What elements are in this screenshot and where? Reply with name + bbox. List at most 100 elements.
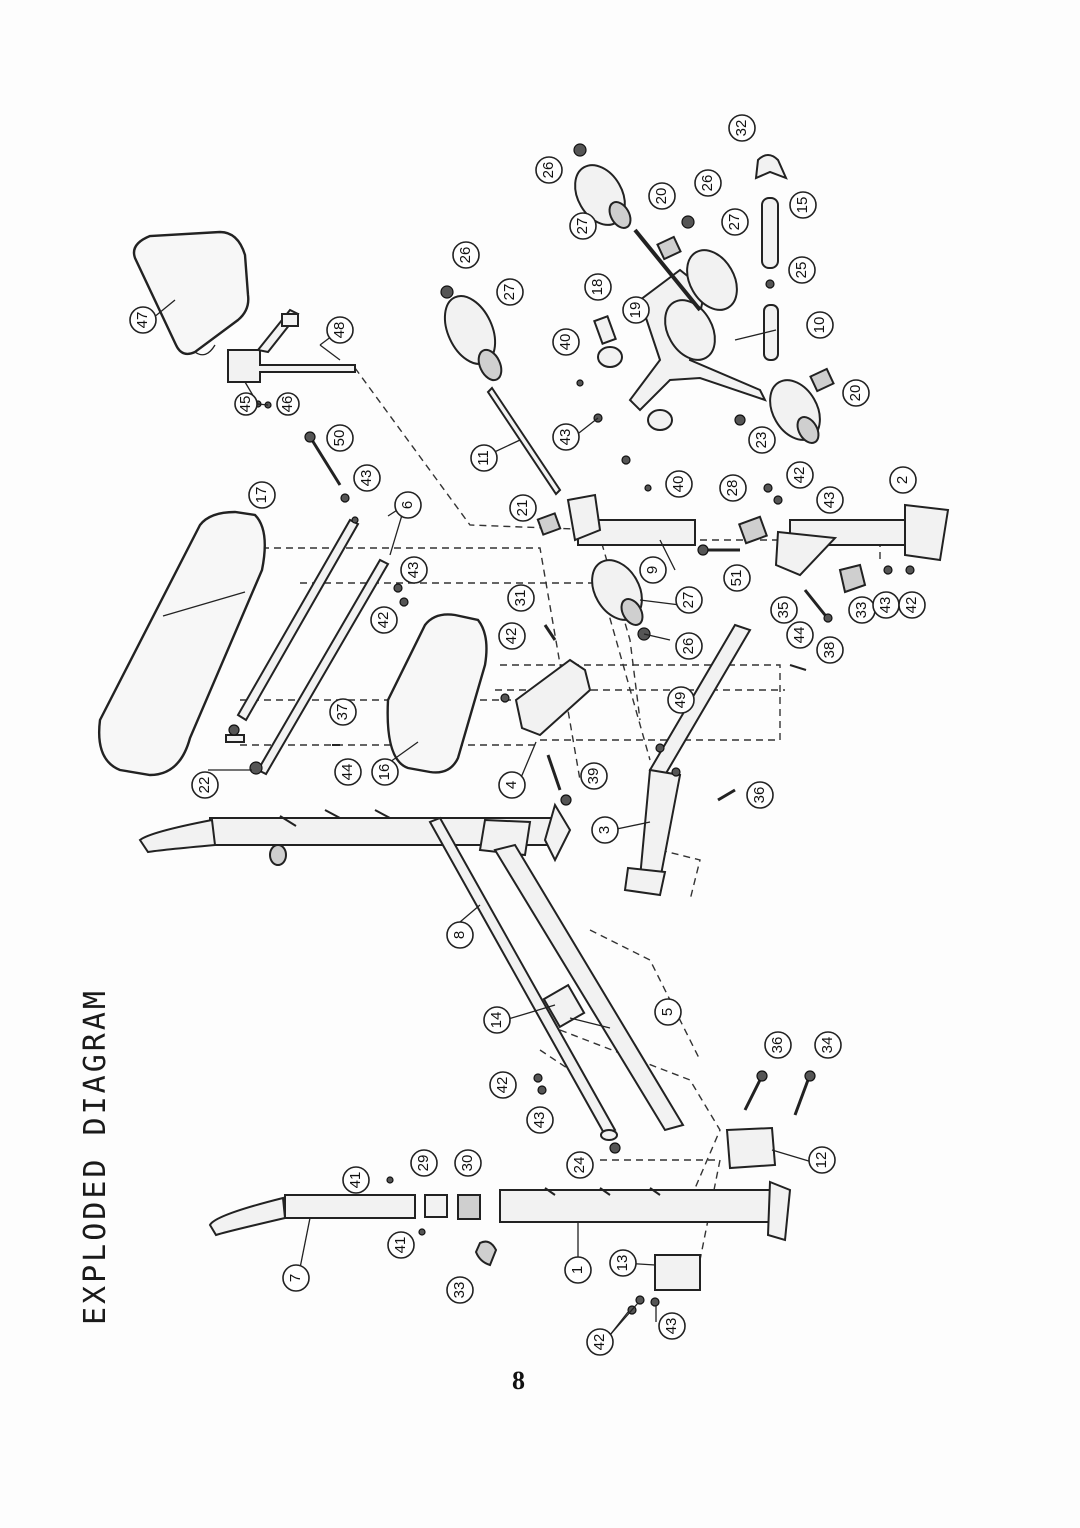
svg-text:2: 2: [894, 476, 911, 484]
callout-26: 26: [535, 156, 563, 184]
svg-text:51: 51: [728, 570, 745, 587]
callout-17: 17: [248, 481, 276, 509]
svg-text:17: 17: [253, 487, 270, 504]
svg-text:31: 31: [512, 590, 529, 607]
svg-text:37: 37: [334, 704, 351, 721]
svg-text:1: 1: [569, 1266, 586, 1274]
callout-25: 25: [788, 256, 816, 284]
callout-39: 39: [580, 762, 608, 790]
callout-41: 41: [342, 1166, 370, 1194]
svg-text:47: 47: [134, 312, 151, 329]
svg-text:42: 42: [791, 467, 808, 484]
svg-text:40: 40: [670, 476, 687, 493]
callout-43: 43: [658, 1312, 686, 1340]
svg-text:42: 42: [375, 612, 392, 629]
svg-text:27: 27: [680, 592, 697, 609]
svg-text:42: 42: [591, 1334, 608, 1351]
svg-text:26: 26: [680, 638, 697, 655]
svg-text:5: 5: [659, 1008, 676, 1016]
seat-pad-17: [98, 510, 266, 777]
callout-48: 48: [326, 316, 354, 344]
tube-7: [208, 1194, 481, 1237]
svg-text:26: 26: [699, 175, 716, 192]
leader-lines: [152, 299, 823, 1336]
upright-1: [474, 1180, 792, 1267]
callout-47: 47: [129, 306, 157, 334]
svg-text:43: 43: [358, 470, 375, 487]
svg-text:16: 16: [376, 764, 393, 781]
svg-text:22: 22: [196, 777, 213, 794]
callout-42: 42: [898, 591, 926, 619]
svg-text:42: 42: [494, 1077, 511, 1094]
callout-10: 10: [806, 311, 834, 339]
callout-26: 26: [675, 632, 703, 660]
svg-text:4: 4: [503, 781, 520, 789]
callout-1: 1: [564, 1256, 592, 1284]
svg-text:19: 19: [627, 302, 644, 319]
bolt-35: [789, 589, 833, 671]
svg-text:7: 7: [287, 1274, 304, 1282]
callout-13: 13: [609, 1249, 637, 1277]
svg-text:46: 46: [279, 396, 296, 413]
svg-text:10: 10: [811, 317, 828, 334]
callout-29: 29: [410, 1149, 438, 1177]
svg-text:33: 33: [853, 602, 870, 619]
svg-text:20: 20: [847, 385, 864, 402]
callout-38: 38: [816, 636, 844, 664]
svg-text:24: 24: [571, 1157, 588, 1174]
svg-text:38: 38: [821, 642, 838, 659]
callout-49: 49: [667, 686, 695, 714]
callout-43: 43: [872, 591, 900, 619]
svg-text:11: 11: [475, 450, 492, 466]
svg-text:43: 43: [877, 597, 894, 614]
roller-frame-10: [573, 143, 835, 444]
svg-text:34: 34: [819, 1037, 836, 1054]
callout-26: 26: [452, 241, 480, 269]
callout-42: 42: [370, 606, 398, 634]
svg-text:41: 41: [347, 1172, 364, 1189]
callout-5: 5: [654, 998, 682, 1026]
callout-4: 4: [498, 771, 526, 799]
svg-text:27: 27: [501, 284, 518, 301]
svg-text:48: 48: [331, 322, 348, 339]
callout-23: 23: [748, 426, 776, 454]
svg-text:18: 18: [589, 279, 606, 296]
callout-21: 21: [509, 494, 537, 522]
bracket-4: [500, 624, 592, 806]
svg-text:35: 35: [775, 602, 792, 619]
callout-43: 43: [400, 556, 428, 584]
callout-19: 19: [622, 296, 650, 324]
callout-27: 27: [569, 212, 597, 240]
svg-text:9: 9: [644, 566, 661, 574]
hardware-42-43-seat: [332, 583, 409, 746]
svg-text:23: 23: [753, 432, 770, 449]
callout-26: 26: [694, 169, 722, 197]
callout-51: 51: [723, 564, 751, 592]
callout-43: 43: [526, 1106, 554, 1134]
svg-text:44: 44: [791, 627, 808, 644]
callout-16: 16: [371, 758, 399, 786]
svg-text:27: 27: [726, 214, 743, 231]
svg-text:42: 42: [903, 597, 920, 614]
callout-30: 30: [454, 1149, 482, 1177]
callout-37: 37: [329, 698, 357, 726]
page-number: 8: [512, 1366, 525, 1395]
svg-text:36: 36: [769, 1037, 786, 1054]
svg-text:15: 15: [794, 197, 811, 214]
bracket-12: [725, 1126, 777, 1170]
svg-text:43: 43: [557, 429, 574, 446]
svg-text:21: 21: [514, 500, 531, 517]
upright-2: [697, 483, 950, 594]
callout-3: 3: [591, 816, 619, 844]
callout-15: 15: [789, 191, 817, 219]
svg-text:30: 30: [459, 1155, 476, 1172]
svg-text:14: 14: [488, 1012, 505, 1029]
callout-36: 36: [746, 781, 774, 809]
callout-31: 31: [507, 584, 535, 612]
callout-22: 22: [191, 771, 219, 799]
callout-44: 44: [786, 621, 814, 649]
callout-44: 44: [334, 758, 362, 786]
callout-45: 45: [234, 392, 258, 416]
